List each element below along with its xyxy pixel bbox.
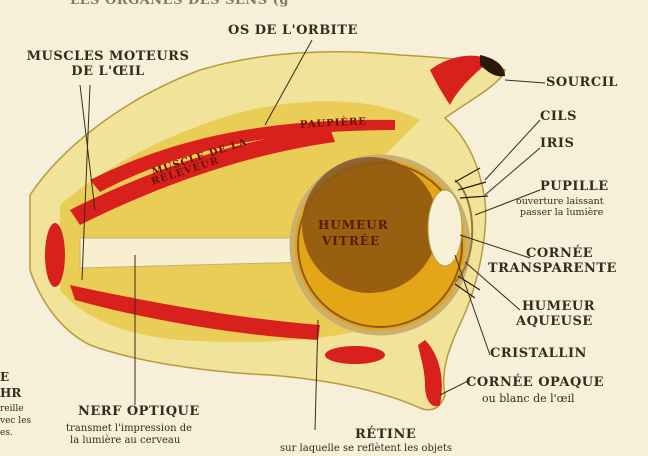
label-pupille-desc2: passer la lumière bbox=[520, 207, 603, 218]
label-iris: IRIS bbox=[540, 137, 574, 151]
label-humeur-aqueuse-line1: HUMEUR bbox=[522, 300, 595, 314]
label-cornee-transparente-line1: CORNÉE bbox=[526, 247, 593, 261]
header-fragment: LES ORGANES DES SENS (g bbox=[70, 0, 289, 8]
label-humeur-aqueuse-line2: AQUEUSE bbox=[516, 315, 593, 329]
edge-fragment-5: es. bbox=[0, 428, 13, 439]
label-nerf-optique: NERF OPTIQUE bbox=[78, 405, 200, 419]
edge-fragment-1: E bbox=[0, 370, 9, 384]
edge-fragment-4: vec les bbox=[0, 416, 31, 427]
label-nerf-desc2: la lumière au cerveau bbox=[70, 435, 180, 446]
label-sourcil: SOURCIL bbox=[546, 76, 618, 90]
label-cristallin: CRISTALLIN bbox=[490, 347, 587, 361]
label-humeur-vitree-line2: VITRÉE bbox=[322, 234, 380, 248]
label-cornee-opaque-desc: ou blanc de l'œil bbox=[482, 393, 575, 404]
label-pupille-desc1: ouverture laissant bbox=[516, 196, 604, 207]
label-pupille: PUPILLE bbox=[540, 180, 609, 194]
label-os-orbite: OS DE L'ORBITE bbox=[228, 24, 358, 38]
label-nerf-desc1: transmet l'impression de bbox=[66, 423, 192, 434]
label-humeur-vitree-line1: HUMEUR bbox=[318, 218, 389, 232]
label-cornee-transparente-line2: TRANSPARENTE bbox=[488, 262, 617, 276]
edge-fragment-2: HR bbox=[0, 386, 21, 400]
label-muscles-line2: DE L'ŒIL bbox=[8, 65, 208, 79]
label-cils: CILS bbox=[540, 110, 577, 124]
label-muscles-line1: MUSCLES MOTEURS bbox=[8, 50, 208, 64]
label-cornee-opaque: CORNÉE OPAQUE bbox=[466, 376, 604, 390]
label-retine: RÉTINE bbox=[355, 428, 416, 442]
label-retine-desc: sur laquelle se reflètent les objets bbox=[280, 443, 452, 454]
edge-fragment-3: reille bbox=[0, 404, 24, 415]
